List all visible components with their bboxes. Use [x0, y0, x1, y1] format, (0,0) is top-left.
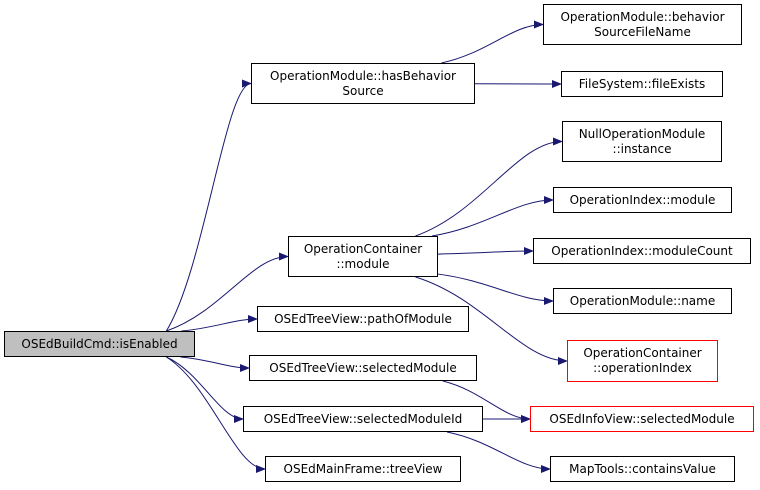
- node-label-line-1: NullOperationModule: [578, 126, 706, 141]
- node-label: OperationModule::name: [569, 293, 716, 308]
- node-label: MapTools::containsValue: [569, 461, 716, 476]
- node-osedbuildcmd-isenabled[interactable]: OSEdBuildCmd::isEnabled: [4, 331, 195, 357]
- node-operationmodule-behaviorsourcefilename[interactable]: OperationModule::behavior SourceFileName: [543, 4, 742, 45]
- edge-root-to-selected_module_id: [166, 356, 244, 423]
- node-label: OSEdMainFrame::treeView: [283, 461, 443, 476]
- node-label: OperationIndex::moduleCount: [551, 243, 733, 258]
- node-label-line-2: SourceFileName: [594, 24, 691, 39]
- node-label: OSEdTreeView::selectedModuleId: [263, 411, 463, 426]
- edge-operation_container_module-to-operation_index_module: [431, 196, 554, 237]
- node-label-line-1: OperationModule::hasBehavior: [270, 68, 456, 83]
- edge-operation_container_module-to-operation_index_module_count: [437, 247, 534, 256]
- node-label-line-1: OperationContainer: [583, 346, 702, 360]
- edge-operation_container_module-to-operation_module_name: [437, 273, 554, 305]
- node-label-line-2: Source: [342, 83, 384, 98]
- node-operationcontainer-module[interactable]: OperationContainer ::module: [288, 236, 438, 277]
- node-osedinfoview-selectedmodule[interactable]: OSEdInfoView::selectedModule: [530, 406, 754, 432]
- edge-has_behavior_source-to-behavior_source_file_name: [441, 20, 544, 64]
- node-osedmainframe-treeview[interactable]: OSEdMainFrame::treeView: [265, 456, 461, 482]
- node-label-line-1: OperationModule::behavior: [560, 9, 725, 24]
- node-label-line-1: OperationContainer: [303, 241, 423, 256]
- node-label: OSEdTreeView::selectedModule: [269, 360, 457, 375]
- edge-operation_container_module-to-null_operation_module_instance: [415, 137, 563, 237]
- node-filesystem-fileexists[interactable]: FileSystem::fileExists: [561, 71, 723, 97]
- node-label-line-2: ::module: [336, 256, 390, 271]
- node-operationindex-modulecount[interactable]: OperationIndex::moduleCount: [533, 238, 751, 264]
- node-label-line-2: ::operationIndex: [593, 361, 692, 375]
- node-nulloperationmodule-instance[interactable]: NullOperationModule ::instance: [562, 121, 722, 162]
- edge-root-to-has_behavior_source: [165, 79, 252, 332]
- node-osedtreeview-selectedmoduleid[interactable]: OSEdTreeView::selectedModuleId: [243, 406, 483, 432]
- edge-root-to-path_of_module: [181, 315, 258, 332]
- node-operationindex-module[interactable]: OperationIndex::module: [553, 187, 732, 213]
- edge-root-to-tree_view: [166, 356, 266, 473]
- edge-operation_container_module-to-operation_container_operation_index: [415, 276, 568, 365]
- node-label: OSEdInfoView::selectedModule: [549, 411, 735, 426]
- node-maptools-containsvalue[interactable]: MapTools::containsValue: [550, 456, 735, 482]
- edge-root-to-operation_container_module: [166, 252, 289, 332]
- node-osedtreeview-selectedmodule[interactable]: OSEdTreeView::selectedModule: [249, 355, 477, 381]
- node-label: FileSystem::fileExists: [578, 76, 706, 91]
- node-osedtreeview-pathofmodule[interactable]: OSEdTreeView::pathOfModule: [257, 306, 469, 332]
- node-operationmodule-hasbehaviorsource[interactable]: OperationModule::hasBehavior Source: [251, 63, 475, 104]
- node-label-line-2: ::instance: [612, 141, 672, 156]
- node-label: OSEdBuildCmd::isEnabled: [21, 336, 178, 351]
- node-operationcontainer-operationindex[interactable]: OperationContainer ::operationIndex: [567, 340, 718, 382]
- node-operationmodule-name[interactable]: OperationModule::name: [553, 288, 732, 314]
- node-label: OSEdTreeView::pathOfModule: [274, 311, 452, 326]
- node-label: OperationIndex::module: [569, 192, 716, 207]
- edge-root-to-tree_selected_module: [180, 356, 250, 372]
- edge-selected_module_id-to-contains_value: [446, 431, 551, 473]
